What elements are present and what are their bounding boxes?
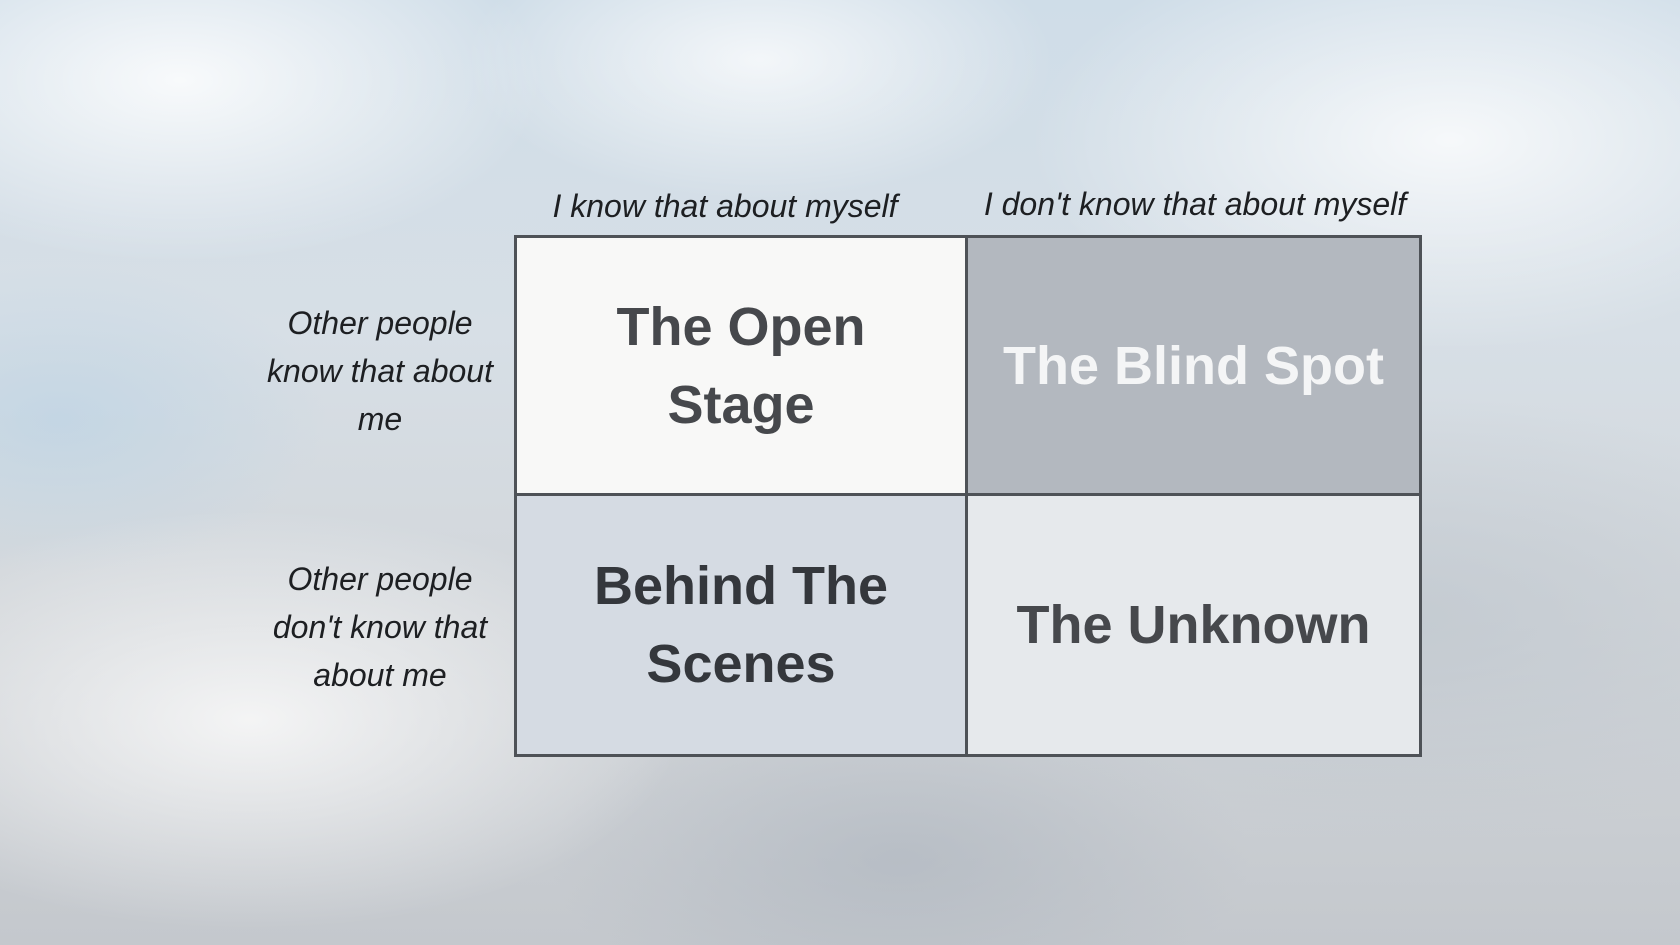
row-header-unknown-to-others: Other people don't know that about me: [272, 561, 488, 693]
quadrant-open-stage: The Open Stage: [517, 238, 968, 496]
quadrant-behind-the-scenes: Behind The Scenes: [517, 496, 968, 754]
quadrant-label: The Blind Spot: [1003, 335, 1384, 396]
quadrant-label: The Unknown: [1016, 595, 1371, 655]
quadrant-blind-spot: The Blind Spot: [968, 238, 1419, 496]
johari-window-grid: The Open Stage The Blind Spot Behind The…: [514, 235, 1422, 757]
column-header-known-to-self: I know that about myself: [552, 188, 898, 224]
quadrant-unknown: The Unknown: [968, 496, 1419, 754]
row-header-known-to-others: Other people know that about me: [267, 305, 493, 437]
column-header-unknown-to-self: I don't know that about myself: [983, 186, 1407, 222]
quadrant-label: The Open Stage: [616, 296, 866, 435]
quadrant-label: Behind The Scenes: [594, 556, 888, 694]
